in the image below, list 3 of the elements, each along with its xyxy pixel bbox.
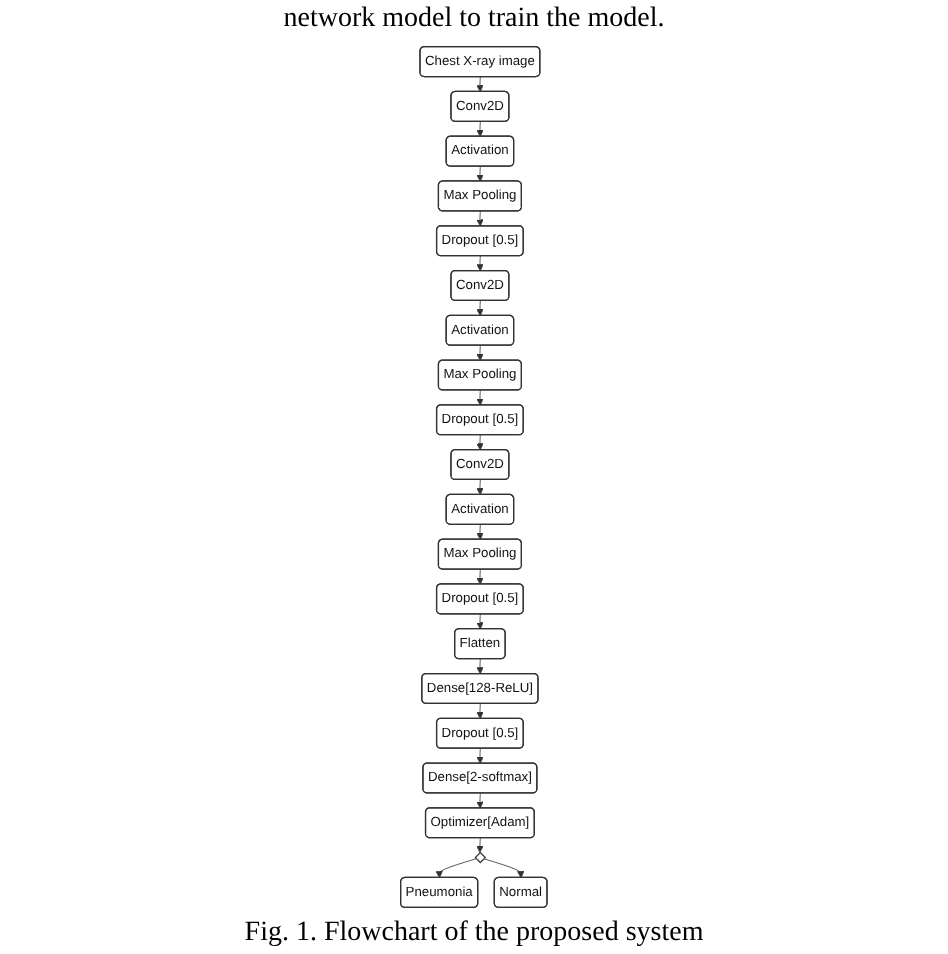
figure-caption: Fig. 1. Flowchart of the proposed system <box>244 918 704 950</box>
note-text: network model to train the model. <box>283 4 665 36</box>
node-diamond <box>474 851 487 864</box>
